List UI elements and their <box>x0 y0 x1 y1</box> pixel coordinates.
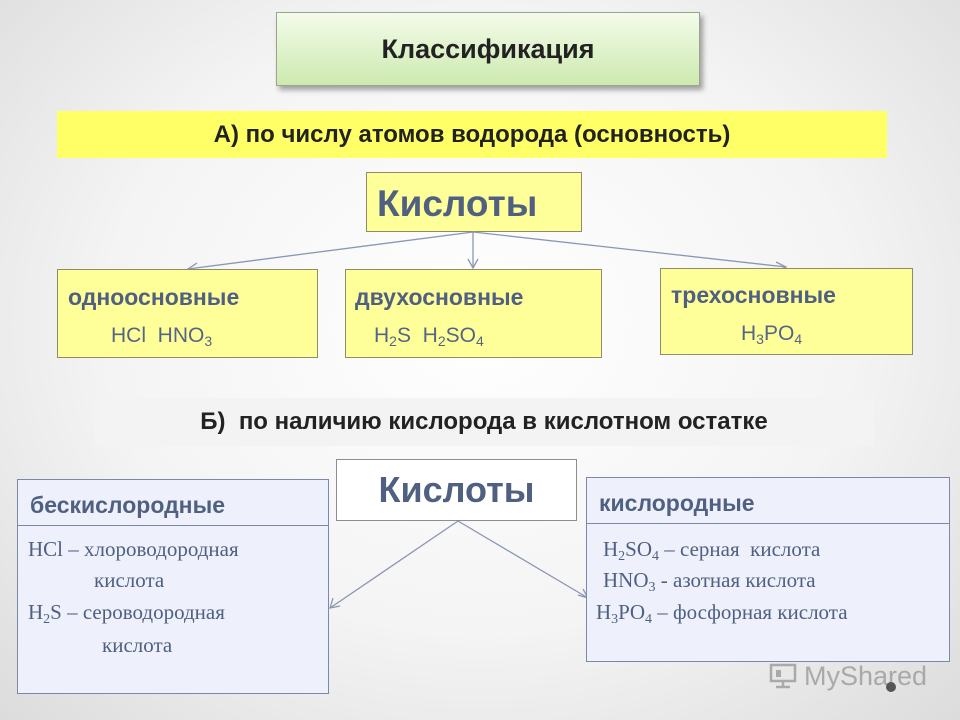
formula-part: H <box>374 324 390 347</box>
connector-b-left <box>329 520 459 609</box>
formula-part: S H <box>396 324 438 347</box>
line-part: S – сероводородная <box>50 600 225 624</box>
line-part: H <box>596 600 612 624</box>
formula-subscript: 2 <box>437 333 446 349</box>
line-part: H <box>603 537 619 561</box>
formula-subscript: 3 <box>756 331 764 347</box>
formula-tribasic: H3PO4 <box>741 322 802 347</box>
watermark: MyShared <box>768 656 938 696</box>
formula-monobasic: HCl HNO3 <box>111 324 212 349</box>
line-part: HCl – хлороводородная <box>28 537 239 561</box>
slide-dot <box>886 682 896 692</box>
oxygen-line-2: HNO3 - азотная кислота <box>603 568 816 596</box>
section-a-heading: А) по числу атомов водорода (основность) <box>57 111 887 158</box>
line-subscript: 3 <box>648 580 656 595</box>
presentation-icon <box>769 663 797 689</box>
oxygen-free-line-2: кислота <box>94 568 164 593</box>
line-part: PO <box>618 600 646 624</box>
panel-oxygen-containing-name: кислородные <box>599 490 755 516</box>
page-title: Классификация <box>381 33 595 64</box>
line-part: кислота <box>102 633 173 657</box>
formula-part: SO <box>445 324 476 347</box>
acids-label-a: Кислоты <box>377 183 538 224</box>
title-box: Классификация <box>276 12 700 86</box>
connector-a-left <box>187 231 474 270</box>
watermark-text: MyShared <box>804 660 928 691</box>
acids-box-b: Кислоты <box>336 459 577 521</box>
category-monobasic-name: одноосновные <box>68 284 240 310</box>
oxygen-free-line-1: HCl – хлороводородная <box>28 537 239 562</box>
arrowhead-b-left <box>329 597 341 609</box>
line-part: – фосфорная кислота <box>652 600 848 624</box>
panel-oxygen-free-title: бескислородные <box>18 480 328 526</box>
line-part: - азотная кислота <box>655 568 816 592</box>
section-a-heading-text: А) по числу атомов водорода (основность) <box>213 120 731 148</box>
acids-label-b: Кислоты <box>378 469 535 510</box>
formula-part: HNO <box>146 324 205 347</box>
section-b-heading-text: Б) по наличию кислорода в кислотном оста… <box>200 408 768 435</box>
section-b-heading: Б) по наличию кислорода в кислотном оста… <box>94 398 874 446</box>
line-part: кислота <box>94 568 165 592</box>
oxygen-free-line-4: кислота <box>102 633 172 658</box>
line-subscript: 4 <box>645 612 653 627</box>
line-part: SO <box>625 537 653 561</box>
formula-dibasic: H2S H2SO4 <box>374 324 484 349</box>
category-monobasic: одноосновные HCl HNO3 <box>57 269 318 358</box>
line-part: – серная кислота <box>659 537 821 561</box>
formula-subscript: 3 <box>204 333 213 349</box>
panel-oxygen-free: бескислородные HCl – хлороводородная кис… <box>17 479 329 694</box>
category-dibasic-name: двухосновные <box>355 284 524 310</box>
panel-oxygen-free-name: бескислородные <box>30 492 226 518</box>
formula-part: H <box>741 322 757 345</box>
line-subscript: 2 <box>43 612 51 627</box>
line-subscript: 2 <box>618 549 626 564</box>
formula-part: PO <box>763 322 795 345</box>
oxygen-line-1: H2SO4 – серная кислота <box>603 537 820 565</box>
formula-subscript: 2 <box>389 333 397 349</box>
category-tribasic: трехосновные H3PO4 <box>660 268 913 355</box>
category-tribasic-name: трехосновные <box>671 282 836 308</box>
connector-b-right <box>457 520 589 599</box>
panel-oxygen-containing: кислородные H2SO4 – серная кислота HNO3 … <box>586 477 950 662</box>
panel-oxygen-containing-title: кислородные <box>587 478 949 524</box>
acids-box-a: Кислоты <box>366 172 582 232</box>
formula-part: HCl <box>111 324 146 347</box>
line-subscript: 4 <box>652 549 660 564</box>
line-subscript: 3 <box>611 612 619 627</box>
oxygen-line-3: H3PO4 – фосфорная кислота <box>596 600 848 628</box>
formula-subscript: 4 <box>475 333 484 349</box>
category-dibasic: двухосновные H2S H2SO4 <box>345 269 602 358</box>
connector-a-right <box>472 231 787 268</box>
line-part: HNO <box>603 568 649 592</box>
formula-subscript: 4 <box>794 331 803 347</box>
oxygen-free-line-3: H2S – сероводородная <box>28 600 225 628</box>
line-part: H <box>28 600 44 624</box>
arrowhead-a-middle <box>467 258 479 270</box>
